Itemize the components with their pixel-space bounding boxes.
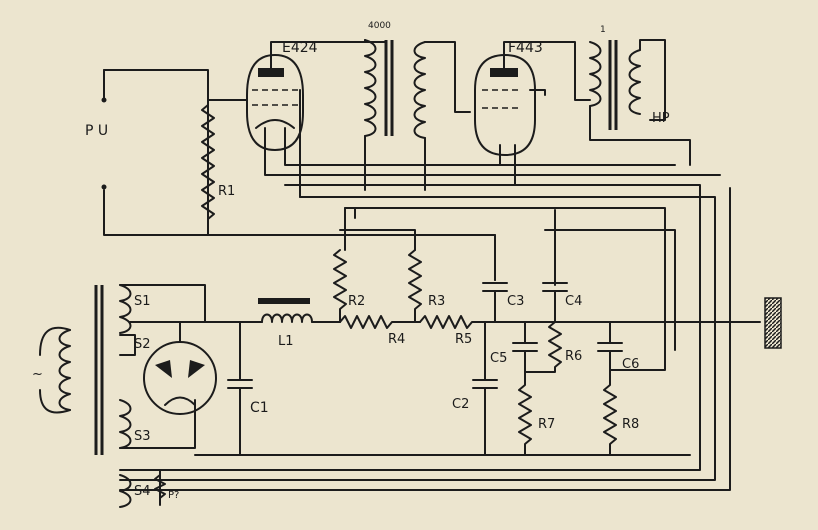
- s3-label: S3: [134, 429, 151, 444]
- mains-symbol: ~: [32, 367, 43, 382]
- power-transformer: ~ S1 S2 S3 S4 P?: [32, 284, 206, 508]
- output-transformer: 1 HP: [589, 25, 691, 166]
- r6-label: R6: [565, 349, 582, 364]
- resistor-r7: R7: [518, 371, 555, 456]
- r8-label: R8: [622, 417, 639, 432]
- resistor-r8: R8: [603, 371, 639, 456]
- r1-label: R1: [218, 184, 235, 199]
- capacitor-c3: C3: [482, 279, 524, 323]
- interstage-transformer: 4000: [364, 21, 471, 191]
- bus-wires: [119, 184, 731, 491]
- r2-label: R2: [348, 294, 365, 309]
- s2-label: S2: [134, 337, 151, 352]
- r5-label: R5: [455, 332, 472, 347]
- capacitor-c5: C5: [490, 321, 538, 373]
- resistor-r1: R1: [201, 104, 235, 220]
- c3-label: C3: [507, 294, 524, 309]
- pickup-input: P U: [85, 69, 496, 236]
- capacitor-c6: C6: [597, 321, 639, 373]
- c2-label: C2: [452, 397, 469, 412]
- resistor-r3: R3: [408, 249, 445, 323]
- rectifier-tube: [143, 321, 217, 415]
- p-label: P?: [168, 490, 179, 501]
- power-rail: L1 R4 R5: [129, 297, 782, 349]
- tick-label: 1: [600, 25, 606, 35]
- tube2-label: F443: [508, 40, 543, 56]
- resistor-r6: R6: [524, 321, 582, 373]
- capacitor-c1: C1: [227, 321, 269, 456]
- ratio-label: 4000: [368, 21, 391, 31]
- s4-label: S4: [134, 484, 151, 499]
- tube1-label: E424: [282, 40, 318, 56]
- s1-label: S1: [134, 294, 151, 309]
- tube-f443: F443: [474, 40, 591, 186]
- r3-label: R3: [428, 294, 445, 309]
- pu-label: P U: [85, 123, 108, 139]
- c4-label: C4: [565, 294, 582, 309]
- capacitor-c2: C2: [452, 321, 498, 456]
- capacitor-c4: C4: [542, 282, 582, 323]
- hp-label: HP: [652, 111, 670, 126]
- c6-label: C6: [622, 357, 639, 372]
- resistor-r2: R2: [333, 249, 365, 323]
- r7-label: R7: [538, 417, 555, 432]
- r4-label: R4: [388, 332, 405, 347]
- tube-e424: E424: [246, 40, 721, 198]
- c1-label: C1: [250, 400, 269, 416]
- l1-label: L1: [278, 334, 294, 349]
- c5-label: C5: [490, 351, 507, 366]
